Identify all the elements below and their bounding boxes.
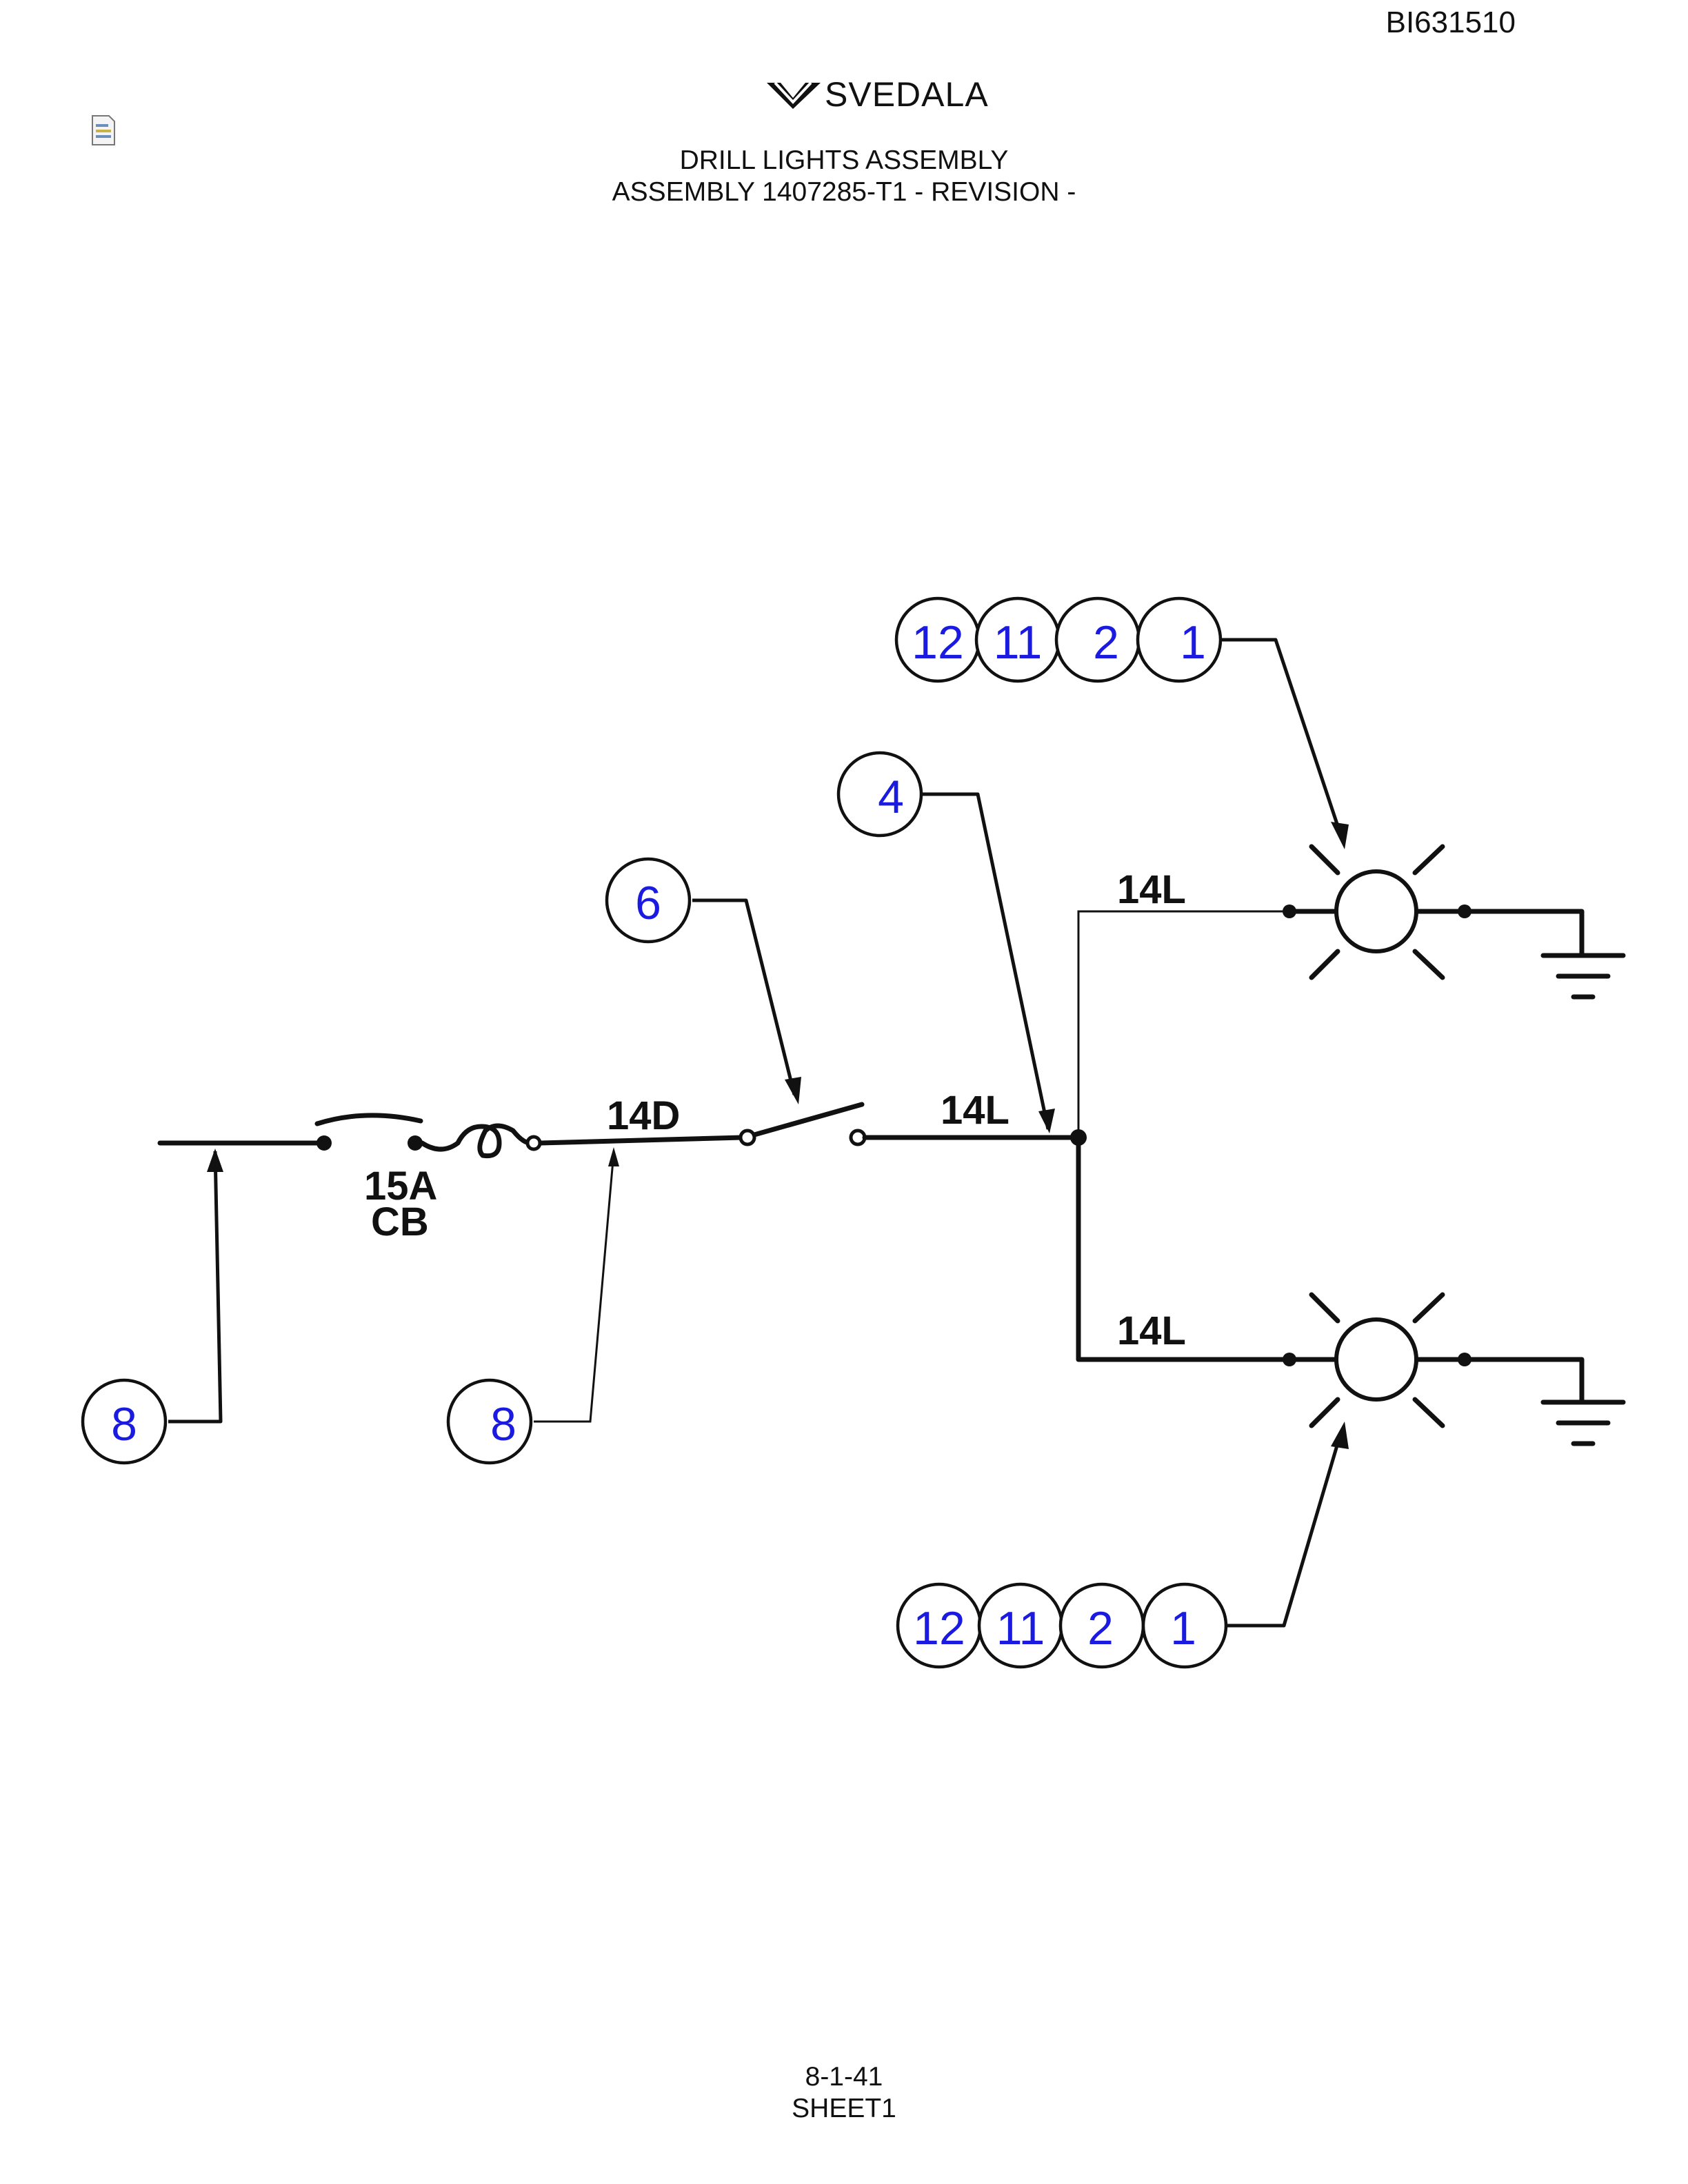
breaker-abbrev-label: CB [371,1200,429,1244]
sheet-number: SHEET1 [792,2094,896,2123]
arrow-upper-lamp [1331,822,1349,849]
balloon-lower-1 [1141,1582,1228,1669]
leader-junction [923,792,1050,1130]
document-id: BI631510 [1385,6,1516,39]
balloon-group-lower-lamp: 12 11 2 1 [896,1582,1228,1669]
balloon-switch [605,857,692,944]
balloon-lower-11-label: 11 [996,1602,1045,1655]
balloon-lower-12-label: 12 [913,1602,965,1655]
arrow-breaker-right [608,1147,619,1166]
wire-label-14l-lower: 14L [1117,1308,1186,1353]
arrow-switch [785,1077,801,1104]
arrow-lower-lamp [1331,1422,1349,1449]
balloon-breaker-right [446,1378,533,1465]
balloon-upper-2-label: 2 [1093,616,1119,669]
bus-down [1076,1135,1287,1362]
balloon-upper-1 [1136,596,1223,683]
balloon-junction-label: 4 [878,771,904,823]
breaker-output-terminal [525,1135,542,1151]
breaker-contact [314,1113,423,1126]
lower-lamp-icon [1334,1317,1418,1402]
document-icon[interactable] [90,114,117,146]
breaker-terminal-left [316,1135,332,1151]
leader-upper-lamp [1220,638,1343,835]
balloon-lower-1-label: 1 [1170,1602,1196,1655]
balloon-breaker-left [81,1378,168,1465]
wire-label-14l-main: 14L [941,1088,1009,1133]
breaker-rating-label: 15A [364,1164,437,1209]
svedala-logo-mark [767,81,821,109]
balloon-junction [836,751,923,838]
balloon-upper-11-label: 11 [994,616,1043,669]
drawing-title: DRILL LIGHTS ASSEMBLY [679,145,1009,175]
upper-lamp-icon [1334,869,1418,953]
balloon-upper-1-label: 1 [1180,616,1206,669]
leader-breaker-right [534,1152,615,1423]
arrow-junction [1038,1109,1055,1133]
balloon-group-upper-lamp: 12 11 2 1 [894,596,1223,683]
thermal-element [419,1123,535,1159]
balloon-lower-2-label: 2 [1087,1602,1114,1655]
footer-block: 8-1-41 SHEET1 [0,2061,1688,2125]
page-number: 8-1-41 [805,2062,883,2092]
bus-up [1077,910,1287,1138]
wire-label-14l-upper: 14L [1117,867,1186,912]
lower-lamp-rays [1309,1292,1445,1428]
wire-14d [538,1135,745,1146]
balloon-breaker-right-label: 8 [490,1398,516,1450]
wire-label-14d: 14D [607,1093,680,1138]
assembly-number: ASSEMBLY 1407285-T1 - REVISION - [612,177,1076,207]
upper-lamp-rays [1309,844,1445,980]
lower-ground-icon [1540,1399,1626,1446]
switch-terminal-left [738,1129,756,1146]
leader-lower-lamp [1227,1433,1343,1628]
breaker-terminal-right [408,1135,423,1151]
leader-breaker-left [168,1151,223,1424]
brand-logo: SVEDALA [765,74,989,114]
brand-name: SVEDALA [825,75,989,114]
switch-blade [752,1102,865,1138]
upper-ground-wire [1462,909,1585,958]
balloon-switch-label: 6 [635,877,661,929]
arrow-breaker-left [207,1149,223,1172]
title-block: DRILL LIGHTS ASSEMBLY ASSEMBLY 1407285-T… [0,145,1688,208]
lower-ground-wire [1462,1357,1585,1405]
leader-switch [692,898,796,1095]
balloon-upper-12-label: 12 [912,616,964,669]
balloon-breaker-left-label: 8 [111,1398,137,1450]
upper-ground-icon [1540,953,1626,1000]
